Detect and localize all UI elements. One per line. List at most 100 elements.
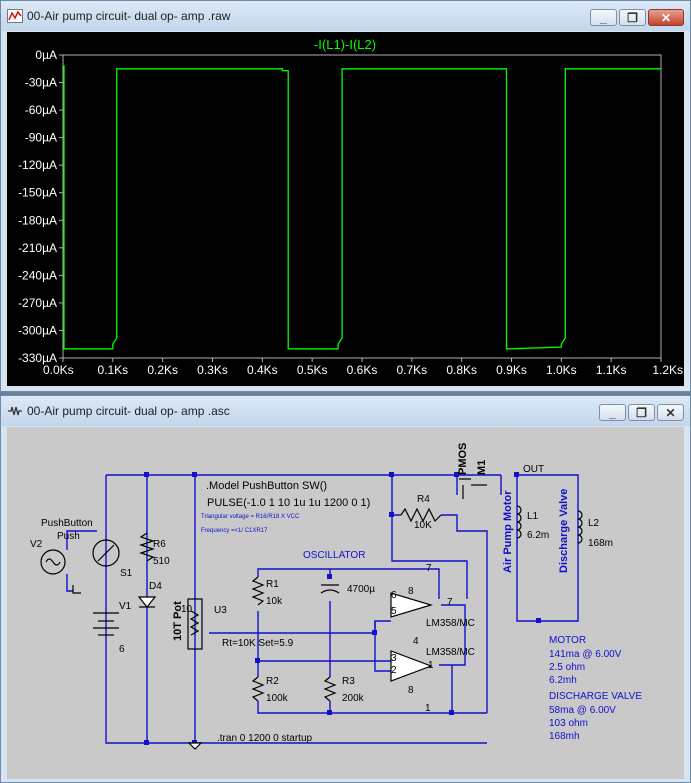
note-triangular: Triangular voltage = R16/R18 X VCC [201,514,300,520]
minimize-button[interactable]: _ [599,404,626,421]
rt-label: Rt=10K Set=5.9 [222,638,294,649]
note-frequency: Frequency =<1/ C1XR17 [201,528,268,534]
restore-icon: ❐ [636,405,647,420]
l2-label: L2 [588,518,600,529]
schematic-drawing[interactable]: .Model PushButton SW() PULSE(-1.0 1 10 1… [7,427,684,779]
l1-label: L1 [527,511,539,522]
pin-7b: 7 [447,597,453,608]
y-tick-label: -180µA [18,213,57,227]
schematic-canvas[interactable]: .Model PushButton SW() PULSE(-1.0 1 10 1… [7,427,684,779]
pin-6: 6 [391,590,397,601]
schematic-window: 00-Air pump circuit- dual op- amp .asc _… [0,395,691,783]
pin-1a: 1 [428,660,434,671]
close-button[interactable]: ✕ [648,9,684,26]
restore-icon: ❐ [627,10,638,25]
pin-3: 3 [391,653,397,664]
x-tick-label: 0.3Ks [197,363,228,377]
pin-8b: 8 [408,685,414,696]
x-tick-label: 0.8Ks [446,363,477,377]
y-tick-label: -90µA [25,131,57,145]
motor-spec-3: 6.2mh [549,675,577,686]
v2-label: V2 [30,539,43,550]
restore-button[interactable]: ❐ [628,404,655,421]
junctions [144,472,541,745]
restore-button[interactable]: ❐ [619,9,646,26]
y-tick-label: -120µA [18,158,57,172]
pulse-directive[interactable]: PULSE(-1.0 1 10 1u 1u 1200 0 1) [207,497,370,509]
x-tick-label: 0.7Ks [396,363,427,377]
r2-value: 100k [266,693,289,704]
close-button[interactable]: ✕ [657,404,684,421]
x-tick-label: 0.4Ks [247,363,278,377]
schematic-icon [8,406,22,416]
discharge-label: Discharge Valve [558,489,570,573]
close-icon: ✕ [660,10,672,25]
opamp2-label: LM358/MC [426,647,475,658]
x-tick-label: 0.9Ks [496,363,527,377]
trace-label[interactable]: -I(L1)-I(L2) [314,37,376,52]
x-tick-label: 1.2Ks [652,363,683,377]
valve-spec-1: 58ma @ 6.00V [549,705,616,716]
plot-window: 00-Air pump circuit- dual op- amp .raw _… [0,0,691,392]
motor-header: MOTOR [549,635,586,646]
r6-value: 510 [153,556,170,567]
motor-spec-2: 2.5 ohm [549,662,585,673]
plot-area[interactable]: -I(L1)-I(L2) 0µA -30µA -60µA -90µA -120µA -15… [7,32,684,386]
oscillator-label: OSCILLATOR [303,550,365,561]
valve-header: DISCHARGE VALVE [549,691,642,702]
r4-label: R4 [417,494,430,505]
minimize-button[interactable]: _ [590,9,617,26]
y-tick-label: -150µA [18,186,57,200]
r3-value: 200k [342,693,365,704]
plot-window-titlebar[interactable]: 00-Air pump circuit- dual op- amp .raw _… [1,1,690,31]
y-tick-label: -210µA [18,241,57,255]
pin-7a: 7 [426,563,432,574]
plot-window-title: 00-Air pump circuit- dual op- amp .raw [27,9,231,23]
components [40,478,583,750]
push-label: Push [57,531,80,542]
air-pump-label: Air Pump Motor [502,490,514,573]
v1-label: V1 [119,601,132,612]
pin-2: 2 [391,665,397,676]
x-tick-label: 0.5Ks [297,363,328,377]
y-tick-label: -240µA [18,268,57,282]
x-tick-label: 0.6Ks [347,363,378,377]
x-tick-label: 0.1Ks [97,363,128,377]
y-tick-label: -300µA [18,323,57,337]
y-tick-label: -30µA [25,76,57,90]
pot-label: 10T Pot [172,601,184,641]
waveform-chart[interactable]: -I(L1)-I(L2) 0µA -30µA -60µA -90µA -120µA -15… [7,32,684,386]
l2-value: 168m [588,538,613,549]
x-tick-label: 1.1Ks [596,363,627,377]
d4-label: D4 [149,581,162,592]
y-tick-label: 0µA [35,48,57,62]
plot-frame [62,54,662,359]
u3-label: U3 [214,605,227,616]
minimize-icon: _ [600,10,607,25]
r1-label: R1 [266,579,279,590]
y-tick-label: -60µA [25,103,57,117]
pushbutton-label: PushButton [41,518,93,529]
c1-value: 4700µ [347,584,375,595]
motor-spec-1: 141ma @ 6.00V [549,649,622,660]
s1-label: S1 [120,568,133,579]
x-tick-label: 1.0Ks [546,363,577,377]
pin-4: 4 [413,636,419,647]
schematic-window-title: 00-Air pump circuit- dual op- amp .asc [27,404,230,418]
pin-1b: 1 [425,703,431,714]
pmos-label: PMOS [457,443,469,475]
trace-line[interactable] [63,65,661,350]
m1-label: M1 [476,460,488,475]
schematic-window-titlebar[interactable]: 00-Air pump circuit- dual op- amp .asc _… [1,396,690,426]
tran-directive[interactable]: .tran 0 1200 0 startup [217,733,313,744]
minimize-icon: _ [609,405,616,420]
wires [66,474,579,744]
x-tick-label: 0.2Ks [147,363,178,377]
valve-spec-2: 103 ohm [549,718,588,729]
waveform-icon [7,9,23,23]
opamp1-label: LM358/MC [426,618,475,629]
v1-value: 6 [119,644,125,655]
pin-8a: 8 [408,586,414,597]
close-icon: ✕ [665,405,676,420]
model-directive[interactable]: .Model PushButton SW() [206,480,327,492]
